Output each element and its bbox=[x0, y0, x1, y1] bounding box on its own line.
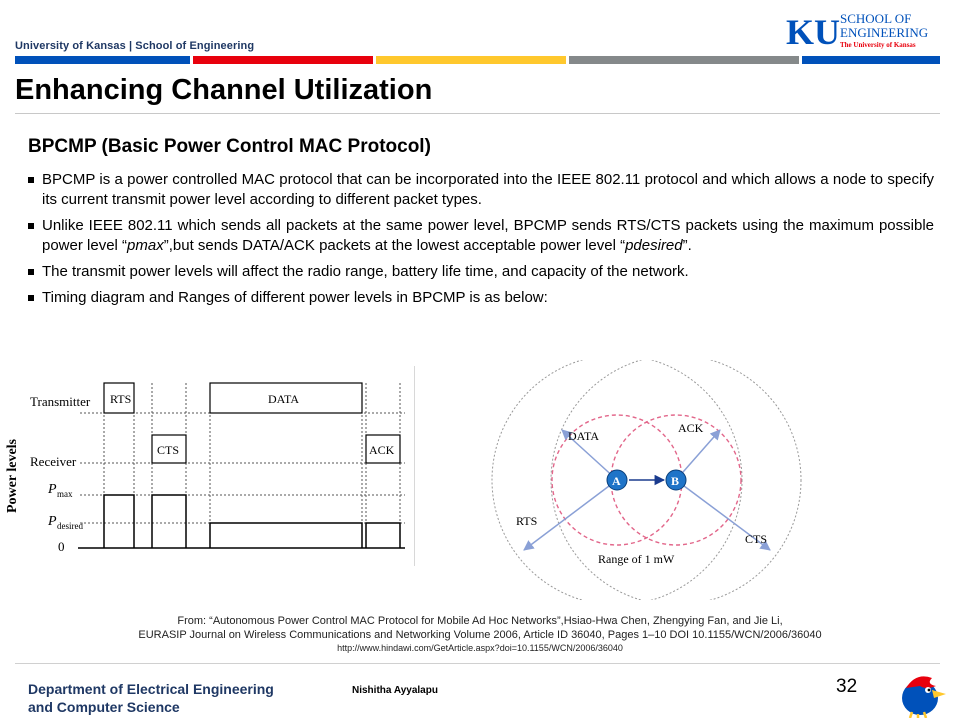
pulse-rts bbox=[103, 494, 135, 548]
page-number: 32 bbox=[836, 676, 858, 697]
department-line: Department of Electrical Engineering bbox=[28, 681, 274, 697]
bullet-item: Unlike IEEE 802.11 which sends all packe… bbox=[28, 216, 934, 256]
packet-label-data: DATA bbox=[268, 392, 299, 406]
node-a bbox=[606, 469, 628, 491]
packet-box-ack bbox=[365, 434, 401, 464]
color-bar bbox=[15, 56, 940, 64]
row-label-pmax-sub: max bbox=[57, 489, 73, 499]
bullet-text-part: ”. bbox=[682, 237, 692, 254]
jayhawk-pupil bbox=[927, 688, 931, 692]
row-label-receiver: Receiver bbox=[30, 454, 77, 469]
logo-line3: The University of Kansas bbox=[840, 41, 916, 49]
jayhawk-mascot-icon bbox=[896, 668, 948, 719]
row-label-pdesired: P bbox=[47, 514, 57, 529]
pmax-term: pmax bbox=[127, 237, 164, 254]
bullet-text: Timing diagram and Ranges of different p… bbox=[42, 289, 548, 306]
row-label-zero: 0 bbox=[58, 539, 65, 554]
bullet-marker bbox=[28, 177, 34, 183]
bullet-marker bbox=[28, 295, 34, 301]
jayhawk-feet bbox=[908, 711, 928, 719]
packet-label-rts: RTS bbox=[110, 392, 131, 406]
bullet-text-part: ”,but sends DATA/ACK packets at the lowe… bbox=[163, 237, 626, 254]
color-bar-segment bbox=[376, 56, 566, 64]
range-diagram: DATA ACK RTS CTS Range of 1 mW A B bbox=[480, 354, 840, 606]
department-label: Department of Electrical Engineering and… bbox=[28, 680, 274, 716]
figure-divider bbox=[414, 366, 415, 566]
arrow-data bbox=[561, 429, 618, 481]
node-label-a: A bbox=[612, 474, 621, 488]
bullet-item: Timing diagram and Ranges of different p… bbox=[28, 288, 934, 308]
bullet-marker bbox=[28, 223, 34, 229]
bullet-marker bbox=[28, 269, 34, 275]
slide-title: Enhancing Channel Utilization bbox=[15, 74, 433, 106]
caption-line: EURASIP Journal on Wireless Communicatio… bbox=[138, 629, 822, 641]
y-axis-label: Power levels bbox=[5, 438, 20, 513]
packet-box-cts bbox=[151, 434, 187, 464]
node-label-b: B bbox=[671, 474, 679, 488]
range-label: Range of 1 mW bbox=[598, 552, 675, 566]
caption-line: From: “Autonomous Power Control MAC Prot… bbox=[177, 615, 783, 627]
jayhawk-beak bbox=[932, 690, 946, 698]
figure-caption: From: “Autonomous Power Control MAC Prot… bbox=[40, 614, 920, 654]
bullet-item: BPCMP is a power controlled MAC protocol… bbox=[28, 170, 934, 210]
pulse-data bbox=[209, 522, 363, 548]
arrow-label-data: DATA bbox=[568, 429, 599, 443]
bullet-text: The transmit power levels will affect th… bbox=[42, 263, 689, 280]
bullet-text-part: Unlike IEEE 802.11 which sends all packe… bbox=[42, 217, 934, 254]
bullet-text: BPCMP is a power controlled MAC protocol… bbox=[42, 171, 934, 208]
color-bar-segment bbox=[569, 56, 799, 64]
packet-label-ack: ACK bbox=[369, 443, 395, 457]
logo-line1: SCHOOL OF bbox=[840, 11, 911, 26]
arrow-ack bbox=[675, 429, 721, 481]
arrow-label-rts: RTS bbox=[516, 514, 537, 528]
packet-box-rts bbox=[103, 382, 135, 414]
color-bar-segment bbox=[802, 56, 940, 64]
pdesired-term: pdesired bbox=[625, 237, 683, 254]
row-label-pmax: P bbox=[47, 482, 57, 497]
bullet-list: BPCMP is a power controlled MAC protocol… bbox=[28, 170, 934, 314]
pulse-ack bbox=[365, 522, 401, 548]
arrow-cts bbox=[675, 479, 771, 551]
university-label: University of Kansas | School of Enginee… bbox=[15, 40, 255, 52]
node-b bbox=[665, 469, 687, 491]
power-pulses bbox=[103, 494, 401, 548]
bullet-item: The transmit power levels will affect th… bbox=[28, 262, 934, 282]
logo-ku: KU bbox=[786, 12, 840, 52]
row-label-transmitter: Transmitter bbox=[30, 394, 91, 409]
title-divider bbox=[15, 113, 940, 114]
packet-label-cts: CTS bbox=[157, 443, 179, 457]
department-line: and Computer Science bbox=[28, 699, 180, 715]
pulse-cts bbox=[151, 494, 187, 548]
packet-box-data bbox=[209, 382, 363, 414]
caption-url[interactable]: http://www.hindawi.com/GetArticle.aspx?d… bbox=[337, 643, 623, 653]
arrow-label-ack: ACK bbox=[678, 421, 704, 435]
arrow-rts bbox=[523, 479, 618, 551]
arrow-label-cts: CTS bbox=[745, 532, 767, 546]
jayhawk-crest bbox=[906, 676, 936, 688]
row-label-pdesired-sub: desired bbox=[57, 521, 83, 531]
timing-diagram: Power levels Transmitter Receiver P max … bbox=[0, 363, 412, 563]
author-name: Nishitha Ayyalapu bbox=[352, 685, 438, 696]
footer-divider bbox=[15, 663, 940, 664]
color-bar-segment bbox=[193, 56, 373, 64]
logo-line2: ENGINEERING bbox=[840, 25, 928, 40]
ku-engineering-logo: KU SCHOOL OF ENGINEERING The University … bbox=[786, 8, 946, 56]
section-heading: BPCMP (Basic Power Control MAC Protocol) bbox=[28, 136, 431, 157]
color-bar-segment bbox=[15, 56, 190, 64]
